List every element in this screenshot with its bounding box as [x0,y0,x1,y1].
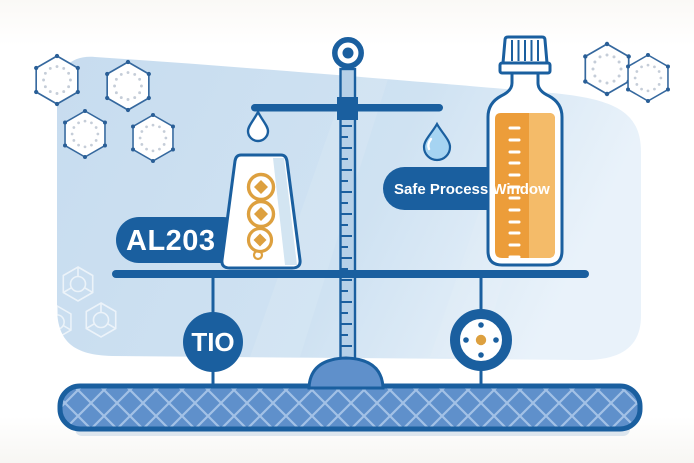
hexagon-molecule-icon [625,52,671,104]
hexagon-molecule-icon [582,40,632,98]
balance-scale-icon [112,37,589,390]
small-ring [252,249,264,261]
graduation-ticks [508,126,521,259]
graduated-bottle-icon [486,35,564,267]
pedestal-dome [307,356,385,390]
column-ruler-ticks [341,125,352,347]
water-drop-outline-icon [246,109,270,143]
material-label: AL203 [126,225,216,257]
diamond-medallion-icon [246,226,274,254]
material-label-pill [116,217,246,263]
water-drop-icon [422,121,452,162]
hatched-base-icon [57,383,643,436]
process-window-pill [383,167,513,210]
process-window-label: Safe Process Window [394,181,550,198]
bottle-liquid-highlight [529,113,555,258]
tio-weight-label: TIO [191,327,234,357]
cap-ribs [511,40,539,61]
diamond-medallion-icon [246,172,276,202]
flask-shading [273,158,297,265]
light-streak [250,57,395,357]
pivot-dot [342,47,354,59]
tio-weight-icon: TIO [183,312,243,372]
dial-weight-icon [450,309,512,371]
flask-icon [220,153,302,270]
weighing-platform-beam [112,270,589,278]
hexagon-molecule-group-right [582,40,671,104]
diamond-medallion-icon [246,199,276,229]
beam-hub-block [337,97,358,120]
